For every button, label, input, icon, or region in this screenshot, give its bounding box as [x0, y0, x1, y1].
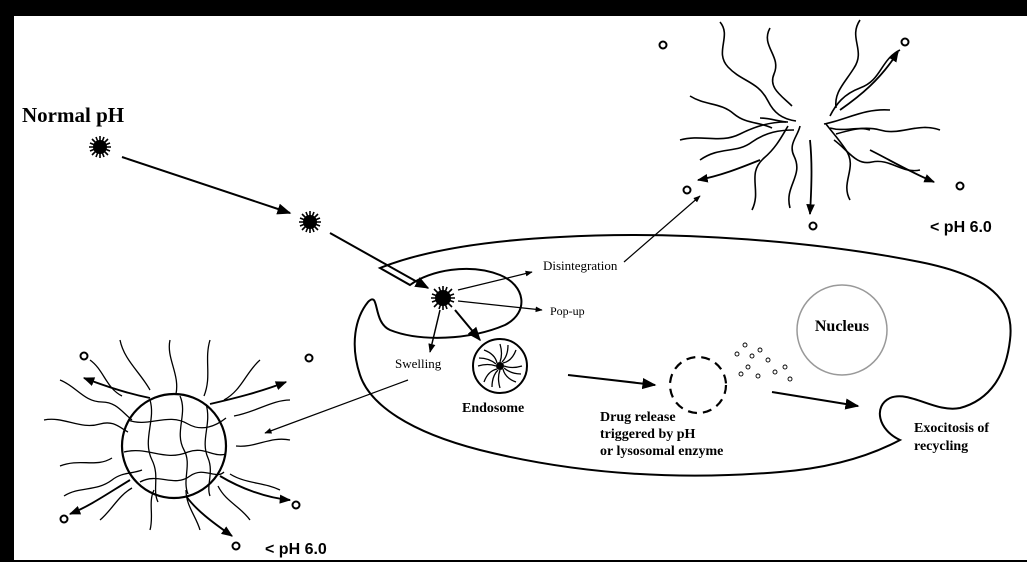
endosome-icon [473, 339, 527, 393]
nucleus-label: Nucleus [815, 318, 869, 335]
popup-label: Pop-up [550, 304, 585, 318]
normal-ph-label: Normal pH [22, 103, 124, 127]
exocitosis-label-2: recycling [914, 439, 968, 454]
diagram-paper [14, 16, 1027, 560]
exocitosis-label-1: Exocitosis of [914, 421, 989, 436]
disintegration-label: Disintegration [543, 258, 618, 273]
swelling-label: Swelling [395, 356, 442, 371]
nanoparticle-1-icon [89, 136, 111, 158]
ph-label-bottom: < pH 6.0 [265, 541, 327, 558]
nanoparticle-2-icon [299, 211, 321, 233]
ph-label-top: < pH 6.0 [930, 219, 992, 236]
nanoparticle-3-icon [431, 286, 455, 310]
drug-release-label-3: or lysosomal enzyme [600, 444, 723, 459]
endosome-label: Endosome [462, 401, 524, 416]
drug-release-label-1: Drug release [600, 410, 676, 425]
drug-release-label-2: triggered by pH [600, 427, 696, 442]
